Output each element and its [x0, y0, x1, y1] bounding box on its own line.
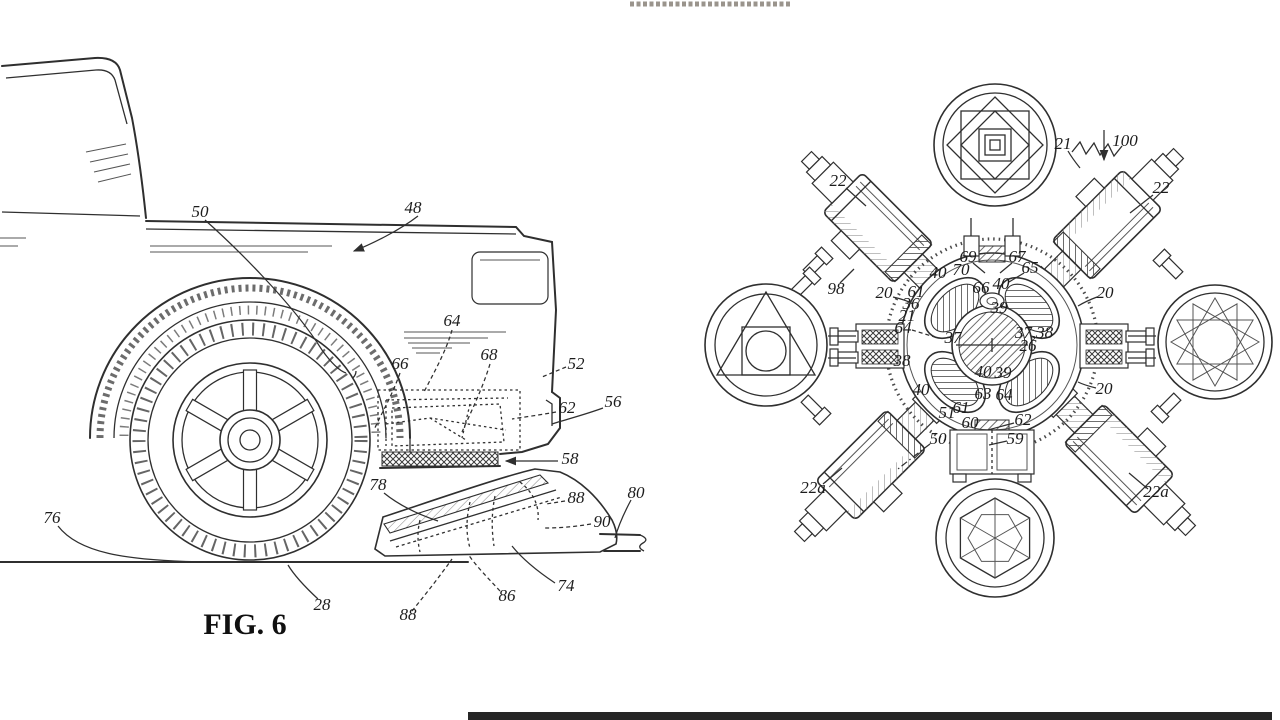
ref-label: 22	[830, 171, 848, 190]
ref-label: 67	[1009, 247, 1028, 266]
ref-label: 48	[405, 198, 423, 217]
cylinder-bottom-left	[793, 392, 944, 543]
ref-label: 74	[558, 576, 576, 595]
ref-label: 64	[996, 385, 1014, 404]
tire-tread-ticks	[132, 322, 368, 558]
ref-label: 51	[939, 403, 956, 422]
ref-label: 50	[930, 429, 948, 448]
ref-label: 65	[1022, 258, 1039, 277]
spring	[1071, 130, 1123, 162]
ref-label: 58	[562, 449, 580, 468]
ref-label: 78	[370, 475, 388, 494]
deployed-step-ramp	[374, 468, 647, 557]
ref-label: 56	[605, 392, 623, 411]
wheel	[129, 319, 371, 561]
hub-right-flange	[1079, 323, 1156, 369]
truck-cab	[0, 56, 147, 247]
tailgate-handle-panel	[471, 251, 549, 305]
ref-label: 22	[1153, 178, 1171, 197]
tow-bar	[599, 533, 641, 552]
ref-label: 70	[953, 260, 971, 279]
hub-top-neck	[963, 218, 1021, 263]
ref-label: 64	[895, 318, 913, 337]
ref-label: 88	[568, 488, 586, 507]
step-track-hatched-strip	[381, 451, 499, 467]
ref-label: 50	[192, 202, 210, 221]
fig6-caption: FIG. 6	[203, 608, 286, 641]
hub-left-flange	[828, 323, 905, 369]
ref-label: 90	[594, 512, 612, 531]
ref-label: 40	[993, 274, 1011, 293]
ref-label: 69	[960, 247, 978, 266]
ref-label: 40	[930, 263, 948, 282]
fig7-leaders	[822, 150, 1154, 490]
medallion-hexagram	[1157, 284, 1273, 400]
wheel-spokes	[185, 369, 315, 511]
medallion-squared-circle	[704, 283, 828, 407]
ref-label: 22a	[800, 478, 826, 497]
ref-label: 40	[975, 362, 993, 381]
mounting-bolts	[790, 246, 1184, 426]
cylinder-top-right	[1034, 147, 1185, 298]
ref-label: 36	[902, 294, 921, 313]
ref-label: 37,38	[1014, 323, 1054, 342]
ref-label: 60	[962, 413, 980, 432]
ref-label: 88	[400, 605, 418, 624]
ref-label: 62	[559, 398, 577, 417]
ref-label: 76	[44, 508, 62, 527]
ref-label: 80	[628, 483, 646, 502]
ref-label: 52	[568, 354, 586, 373]
ref-label: 20	[1097, 283, 1115, 302]
truck-bed-side	[145, 220, 561, 455]
detent-ball	[979, 292, 1005, 310]
ref-label: 63	[975, 384, 992, 403]
ramp-tread-band	[383, 474, 550, 534]
wheel-hub	[219, 409, 281, 471]
bottom-bar	[468, 712, 1272, 720]
ref-label: 26	[1020, 336, 1038, 355]
ref-label: 22a	[1143, 482, 1169, 501]
ref-label: 28	[314, 595, 332, 614]
ref-label: 61	[908, 282, 925, 301]
ref-label: 59	[1007, 429, 1025, 448]
ref-label: 39	[994, 363, 1013, 382]
ref-label: 40	[913, 380, 931, 399]
medallion-nested-squares	[933, 83, 1057, 207]
ref-label: 21	[899, 306, 916, 325]
ref-label: 20	[1096, 379, 1114, 398]
ref-label: 20	[876, 283, 894, 302]
central-hub	[828, 218, 1156, 483]
ref-label: 86	[499, 586, 517, 605]
fig6-truck-drawing	[0, 56, 647, 563]
ref-label: 61	[953, 398, 970, 417]
fig6-labels: 50 48 64 66 68 52 62 56 58 78 88 90 80 7…	[44, 198, 646, 641]
ref-label: 62	[1015, 410, 1033, 429]
ref-label: 64	[444, 311, 462, 330]
ref-label: 66	[973, 278, 991, 297]
stowed-step-hidden-lines	[377, 389, 521, 451]
ref-label: 37	[944, 328, 964, 347]
ref-label: 100	[1112, 131, 1138, 150]
ref-label: 39	[990, 298, 1009, 317]
fig7-labels: 22 21 100 22 98 20 61 36 21 64 38 40 37 …	[800, 131, 1170, 501]
tow-bar-break	[639, 534, 647, 552]
wheel-arch	[89, 277, 411, 452]
ref-label: 98	[828, 279, 846, 298]
ref-label: 68	[481, 345, 499, 364]
ref-label: 66	[392, 354, 410, 373]
actuator-cylinders	[793, 147, 1197, 543]
ref-label: 38	[893, 351, 912, 370]
fig6-leaders	[57, 215, 632, 612]
rear-bumper	[499, 391, 561, 455]
fig7-assembly-drawing: 22 21 100 22 98 20 61 36 21 64 38 40 37 …	[704, 83, 1273, 598]
ref-label: 21	[1055, 134, 1072, 153]
hub-bottom-housing	[949, 419, 1035, 483]
medallion-hexagon	[935, 478, 1055, 598]
